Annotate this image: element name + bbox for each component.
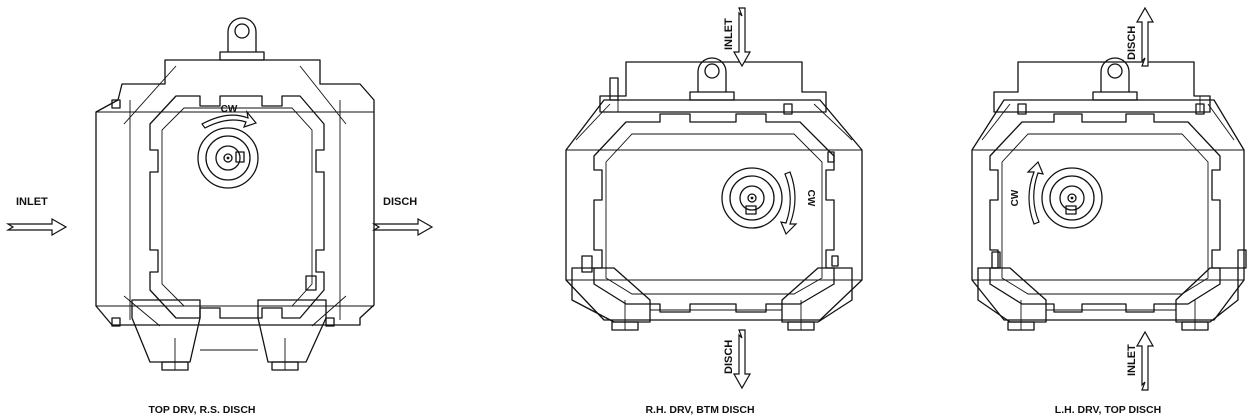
rotation-arrow — [780, 171, 798, 236]
lifting-eye — [689, 57, 735, 101]
rotor-cavity — [989, 113, 1221, 313]
inlet-label: INLET — [16, 196, 48, 208]
discharge-arrow — [371, 217, 434, 237]
view-caption: L.H. DRV, TOP DISCH — [1055, 404, 1161, 416]
rotor-cavity — [149, 95, 325, 319]
rotation-label: CW — [221, 104, 238, 115]
lifting-eye — [219, 17, 265, 61]
mounting-feet — [571, 267, 853, 331]
view-top-drive: INLET DISCH CW TOP DRV, R.S. DISCH — [5, 17, 434, 416]
rotor-cavity — [593, 113, 835, 313]
discharge-label: DISCH — [383, 196, 417, 208]
discharge-arrow — [732, 329, 752, 390]
view-rh-drive: INLET DISCH CW R.H. DRV, BTM DISCH — [565, 7, 863, 416]
housing-outline — [565, 99, 863, 321]
inlet-arrow — [732, 7, 752, 68]
discharge-label: DISCH — [1126, 26, 1138, 60]
discharge-label: DISCH — [723, 340, 735, 374]
rotation-label: CW — [805, 190, 816, 207]
discharge-arrow — [1135, 6, 1155, 67]
inlet-arrow — [1135, 330, 1155, 391]
view-lh-drive: DISCH INLET CW L.H. DRV, TOP DISCH — [971, 6, 1247, 416]
drive-shaft — [721, 167, 783, 229]
mounting-feet — [131, 299, 327, 371]
view-caption: TOP DRV, R.S. DISCH — [149, 404, 256, 416]
drive-shaft — [197, 127, 259, 189]
mounting-feet — [977, 267, 1239, 331]
housing-outline — [95, 59, 375, 326]
inlet-label: INLET — [723, 18, 735, 50]
drive-shaft — [1041, 167, 1103, 229]
inlet-label: INLET — [1126, 344, 1138, 376]
view-caption: R.H. DRV, BTM DISCH — [645, 404, 754, 416]
rotation-arrow — [1026, 160, 1044, 225]
housing-outline — [971, 99, 1245, 321]
inlet-arrow — [5, 217, 68, 237]
rotation-arrow — [201, 109, 258, 129]
rotation-label: CW — [1010, 189, 1021, 206]
lifting-eye — [1092, 57, 1138, 101]
